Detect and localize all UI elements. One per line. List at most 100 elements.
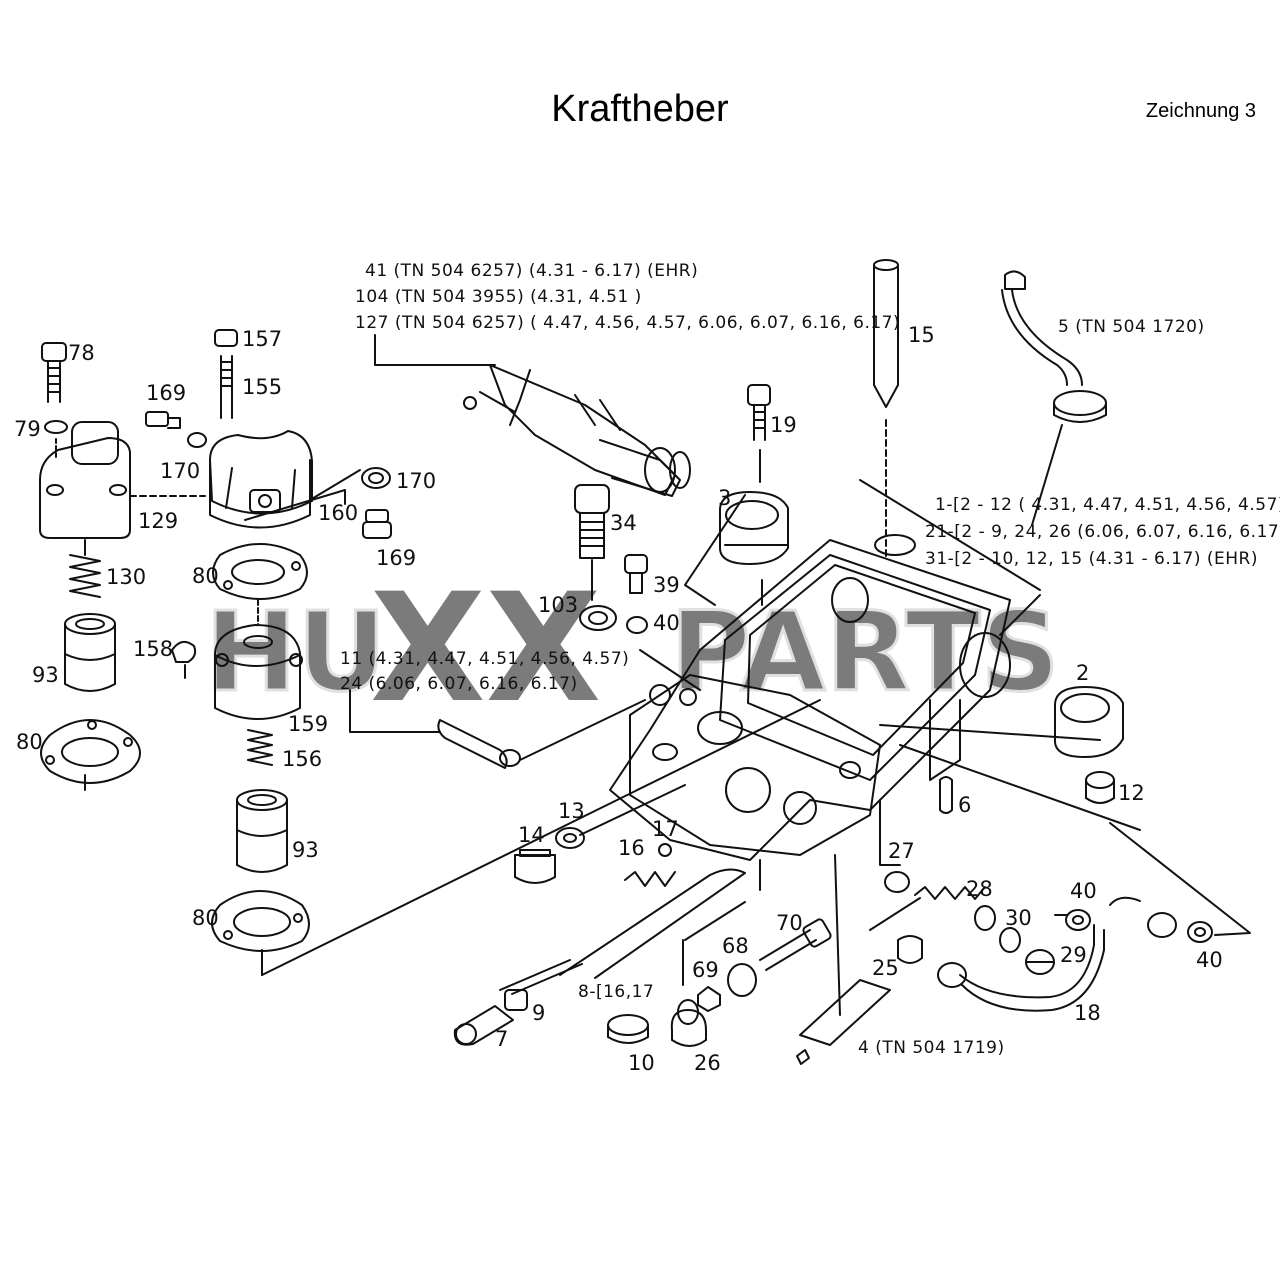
part-80-gasket-c [211,890,310,952]
page-title: Kraftheber [551,88,729,130]
part-34-plug-screw [574,484,610,601]
part-5-breather [1001,270,1107,526]
label-158: 158 [133,637,173,661]
part-80-gasket-b [212,543,308,600]
part-41-valve-assembly [463,364,691,497]
part-40-washer-a [626,616,648,634]
label-129: 129 [138,509,178,533]
part-13-seal [555,827,585,849]
label-12: 12 [1118,781,1145,805]
part-80-gasket-a [40,719,141,784]
note-1: 1-[2 - 12 ( 4.31, 4.47, 4.51, 4.56, 4.57… [935,495,1280,515]
part-169-plug-a [145,411,181,429]
part-169-plug-b [362,509,392,539]
part-130-spring [69,554,101,598]
sheet-number: Zeichnung 3 [1145,100,1256,122]
part-170-washer-b [361,467,391,489]
part-25-plug [897,935,923,964]
part-12-plug [1085,771,1115,804]
label-80a: 80 [16,730,43,754]
label-93a: 93 [32,663,59,687]
label-13: 13 [558,799,585,823]
label-160: 160 [318,501,358,525]
part-79-washer [44,420,68,434]
label-19: 19 [770,413,797,437]
watermark-right: PARTS [670,588,1060,716]
note-127: 127 (TN 504 6257) ( 4.47, 4.56, 4.57, 6.… [355,313,900,333]
label-9: 9 [532,1001,545,1025]
part-93-sleeve-a [64,613,116,692]
part-159-valve-body [214,599,303,720]
label-29: 29 [1060,943,1087,967]
part-26-valve [670,999,707,1047]
label-70: 70 [776,911,803,935]
part-10-cap [607,1014,649,1044]
line-art [39,259,1251,1065]
label-3: 3 [718,486,731,510]
part-158-plug [171,640,197,663]
part-129-valve-cover [39,421,131,539]
label-18: 18 [1074,1001,1101,1025]
label-30: 30 [1005,906,1032,930]
label-68: 68 [722,934,749,958]
part-9-sleeve [504,989,528,1011]
part-30-washer [999,927,1021,953]
note-104: 104 (TN 504 3955) (4.31, 4.51 ) [355,287,642,307]
label-28: 28 [966,877,993,901]
part-29-plug [1025,949,1055,975]
label-25: 25 [872,956,899,980]
label-157: 157 [242,327,282,351]
part-17-ball [658,843,672,857]
label-10: 10 [628,1051,655,1075]
note-24: 24 (6.06, 6.07, 6.16, 6.17) [340,674,578,694]
main-lift-housing [609,534,1141,861]
label-40a: 40 [653,611,680,635]
label-159: 159 [288,712,328,736]
label-69: 69 [692,958,719,982]
label-103: 103 [538,593,578,617]
label-16: 16 [618,836,645,860]
label-6: 6 [958,793,971,817]
label-39: 39 [653,573,680,597]
part-70-bolt [759,918,832,971]
label-7: 7 [495,1027,508,1051]
label-40b: 40 [1070,879,1097,903]
label-17: 17 [652,817,679,841]
part-155-stud [220,355,233,419]
part-15-dipstick [873,259,899,561]
label-169a: 169 [146,381,186,405]
part-7-cap [453,1005,514,1046]
part-93-sleeve-b [236,789,288,873]
leader-11 [349,689,441,733]
label-78: 78 [68,341,95,365]
part-28-valve [914,886,996,931]
note-41: 41 (TN 504 6257) (4.31 - 6.17) (EHR) [365,261,698,281]
label-170a: 170 [160,459,200,483]
part-78-bolt [41,342,67,403]
part-40-washer-c [1187,921,1213,943]
note-11: 11 (4.31, 4.47, 4.51, 4.56, 4.57) [340,649,629,669]
part-69-nut [697,986,721,1012]
label-155: 155 [242,375,282,399]
watermark-mid: XX [370,562,601,736]
label-156: 156 [282,747,322,771]
label-14: 14 [518,823,545,847]
label-27: 27 [888,839,915,863]
label-79: 79 [14,417,41,441]
part-banjo [1147,912,1177,938]
watermark-left: HU [205,588,386,716]
part-68-washer [727,963,757,997]
note-5: 5 (TN 504 1720) [1058,317,1205,337]
part-16-spring [624,871,676,887]
label-80b: 80 [192,564,219,588]
part-39-screw [624,554,648,594]
part-8-spindle [499,868,746,995]
part-156-spring [247,729,273,766]
part-number-labels: 78 79 129 130 93 80 157 155 169 170 160 … [14,323,1223,1075]
part-11-rod [437,719,521,769]
part-170-washer-a [187,432,207,448]
part-40-washer-b [1065,909,1091,931]
note-4: 4 (TN 504 1719) [858,1038,1005,1058]
label-80c: 80 [192,906,219,930]
